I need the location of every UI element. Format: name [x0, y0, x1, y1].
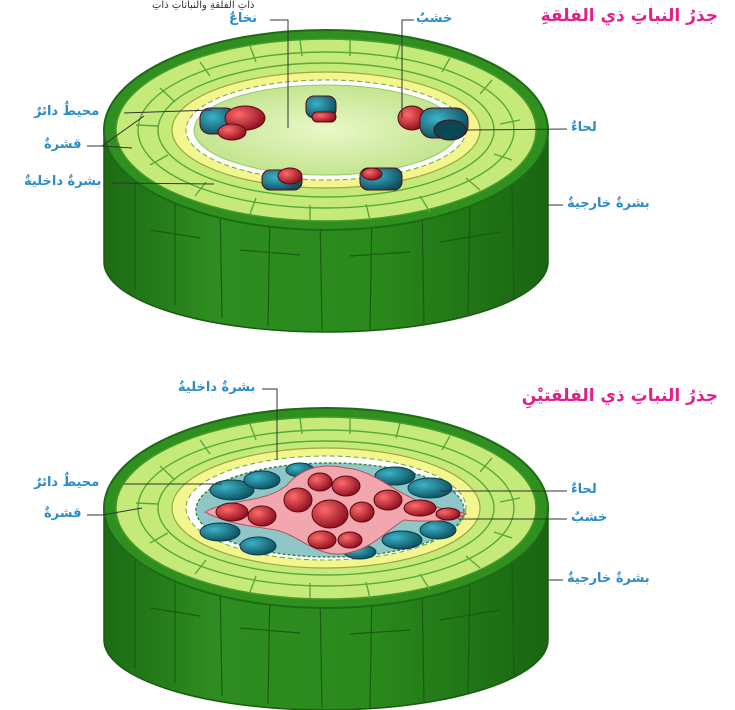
dicot-root	[87, 389, 567, 710]
dicot-title: جذرُ النباتِ ذي الفلقتيْنِ	[522, 386, 718, 406]
dicot-label-epidermis: بشرةٌ خارجيةٌ	[567, 571, 650, 586]
dicot-label-phloem: لحاءٌ	[571, 482, 597, 497]
dicot-label-endodermis: بشرةٌ داخليةٌ	[178, 380, 255, 395]
monocot-label-pith: نخاعٌ	[229, 11, 257, 26]
clipped-caption-text: ذاتِ الفلقةِ والنباتاتِ ذاتِ	[152, 0, 254, 11]
dicot-label-xylem: خشبٌ	[571, 510, 607, 525]
monocot-label-cortex: قشرةٌ	[44, 137, 82, 152]
monocot-root	[87, 20, 567, 332]
monocot-label-phloem: لحاءٌ	[571, 120, 597, 135]
monocot-label-xylem: خشبٌ	[416, 11, 452, 26]
dicot-label-cortex: قشرةٌ	[44, 506, 82, 521]
dicot-label-pericycle: محيطٌ دائرٌ	[34, 475, 99, 490]
monocot-title: جذرُ النباتِ ذي الفلقةِ	[541, 6, 718, 26]
monocot-label-epidermis: بشرةٌ خارجيةٌ	[567, 196, 650, 211]
monocot-label-pericycle: محيطٌ دائرٌ	[34, 104, 99, 119]
monocot-label-endodermis: بشرةٌ داخليةٌ	[24, 174, 101, 189]
